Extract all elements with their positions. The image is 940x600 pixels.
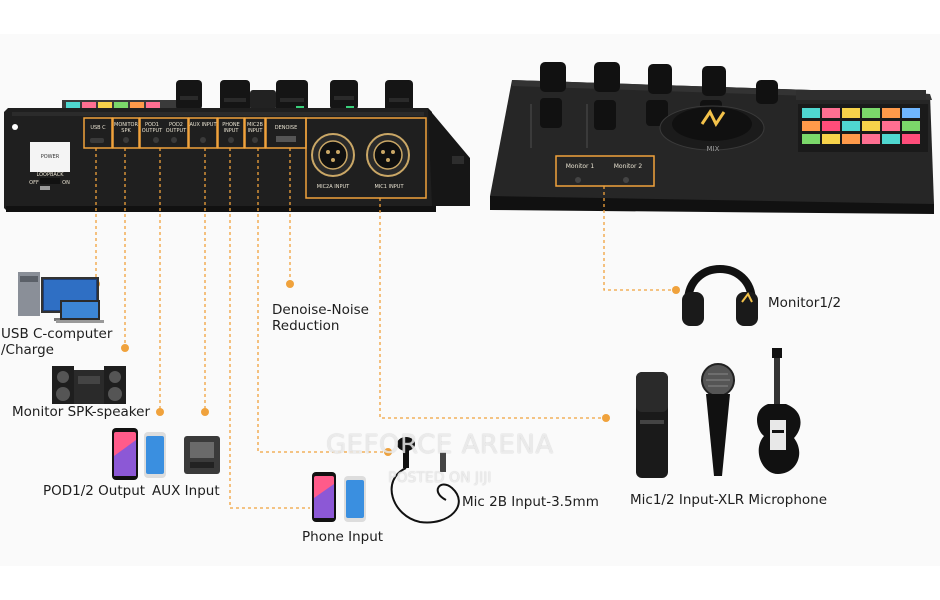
device-logo-text: MIX	[706, 145, 720, 153]
computer-icon	[18, 272, 104, 323]
bottom-margin	[0, 566, 940, 600]
port-label-mic2a: MIC2A INPUT	[316, 184, 350, 190]
port-label-pod1: POD1 OUTPUT	[141, 122, 163, 134]
smartphone-icon	[112, 428, 166, 480]
port-label-aux: AUX INPUT	[189, 122, 217, 128]
lavalier-mic-icon	[390, 437, 460, 524]
headphones-icon	[682, 265, 758, 326]
callout-denoise: Denoise-Noise Reduction	[272, 302, 369, 334]
port-label-phone: PHONE INPUT	[222, 122, 240, 134]
recorder-icon	[184, 436, 220, 474]
loopback-off-label: OFF	[29, 180, 39, 186]
callout-mic12: Mic1/2 Input-XLR Microphone	[630, 492, 828, 508]
port-label-monitor-1: Monitor 1	[565, 163, 595, 170]
callout-aux-input: AUX Input	[152, 483, 220, 499]
port-label-denoise: DENOISE	[274, 125, 298, 131]
dynamic-mic-icon	[701, 363, 735, 476]
port-label-mic1: MIC1 INPUT	[374, 184, 404, 190]
callout-monitor-spk: Monitor SPK-speaker	[12, 404, 150, 420]
watermark-title: GEFORCE ARENA	[326, 430, 554, 460]
callout-mic2b: Mic 2B Input-3.5mm	[462, 494, 599, 510]
device-top-view	[490, 62, 934, 214]
callout-monitor12: Monitor1/2	[768, 295, 842, 311]
loopback-label: LOOPBACK	[36, 172, 64, 178]
callout-usb: USB C-computer /Charge	[1, 326, 113, 358]
watermark-subtitle: POSTED ON JIJI	[388, 470, 492, 486]
smartphone-icon	[312, 472, 366, 522]
power-button-icon	[30, 142, 70, 172]
top-margin	[0, 0, 940, 34]
device-front-panel	[4, 80, 470, 212]
port-label-mic2b: MIC2B INPUT	[247, 122, 263, 134]
port-label-monitor-spk: MONITOR SPK	[114, 122, 138, 134]
loopback-on-label: ON	[62, 180, 70, 186]
pad-grid	[798, 104, 928, 152]
port-label-usb: USB C	[90, 125, 106, 131]
front-knobs	[176, 80, 413, 112]
power-label: POWER	[40, 154, 60, 160]
callout-phone-input: Phone Input	[302, 529, 384, 545]
port-label-monitor-2: Monitor 2	[613, 163, 643, 170]
xlr-jacks	[311, 133, 410, 177]
condenser-mic-icon	[636, 372, 668, 478]
guitar-icon	[757, 348, 801, 474]
port-label-pod2: POD2 OUTPUT	[165, 122, 187, 134]
connector-lines	[95, 148, 674, 509]
callout-pod-output: POD1/2 Output	[43, 483, 146, 499]
speaker-icon	[52, 366, 126, 404]
